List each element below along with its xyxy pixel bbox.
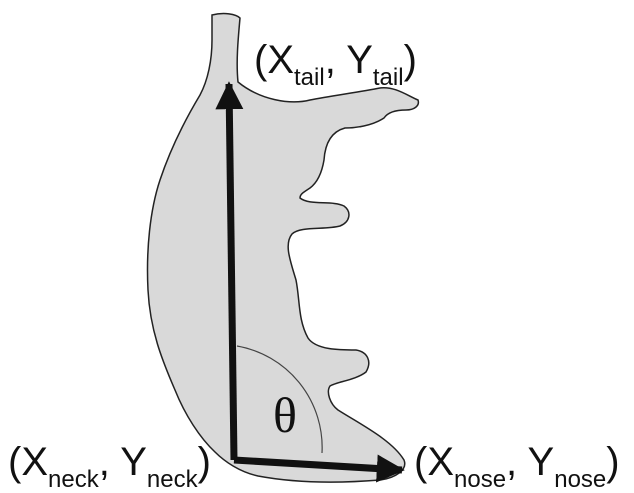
neck-y-subscript: neck [147, 466, 198, 493]
neck-coordinate-label: (Xneck, Yneck) [8, 442, 211, 492]
nose-y-subscript: nose [554, 466, 606, 493]
tail-coordinate-label: (Xtail, Ytail) [254, 40, 417, 90]
neck-x-text: (X [8, 440, 48, 484]
nose-close-paren: ) [606, 440, 619, 484]
tail-x-subscript: tail [294, 64, 325, 91]
nose-y-text: , Y [506, 440, 554, 484]
neck-x-subscript: neck [48, 466, 99, 493]
tail-y-text: , Y [325, 38, 373, 82]
tail-close-paren: ) [404, 38, 417, 82]
nose-x-subscript: nose [454, 466, 506, 493]
nose-x-text: (X [414, 440, 454, 484]
neck-close-paren: ) [198, 440, 211, 484]
tail-y-subscript: tail [373, 64, 404, 91]
neck-y-text: , Y [99, 440, 147, 484]
tail-x-text: (X [254, 38, 294, 82]
nose-coordinate-label: (Xnose, Ynose) [414, 442, 620, 492]
angle-theta-label: θ [273, 390, 297, 440]
neck-to-tail-arrow [229, 84, 234, 460]
